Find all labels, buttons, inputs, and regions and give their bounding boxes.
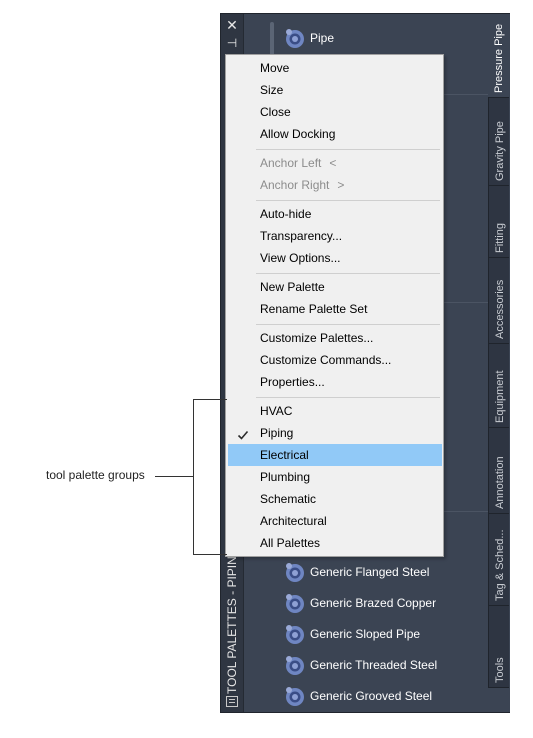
- tool-label: Pipe: [310, 31, 335, 45]
- tool-item-generic-grooved-steel[interactable]: Generic Grooved Steel: [284, 682, 432, 710]
- menu-item-transparency[interactable]: Transparency...: [227, 225, 442, 247]
- tool-item-generic-brazed-copper[interactable]: Generic Brazed Copper: [284, 589, 436, 617]
- menu-item-group-piping[interactable]: Piping: [227, 422, 442, 444]
- menu-item-close[interactable]: Close: [227, 101, 442, 123]
- tool-label: Generic Brazed Copper: [310, 596, 437, 610]
- menu-item-rename-palette-set[interactable]: Rename Palette Set: [227, 298, 442, 320]
- callout-bracket-bottom: [193, 554, 227, 555]
- tab-label: Equipment: [494, 370, 506, 423]
- checkmark-icon: [237, 426, 249, 440]
- tab-label: Gravity Pipe: [494, 121, 506, 181]
- palette-tabs: Pressure Pipe Gravity Pipe Fitting Acces…: [488, 14, 510, 712]
- tool-label: Generic Sloped Pipe: [310, 627, 421, 641]
- menu-separator: [256, 273, 440, 274]
- tool-label: Generic Flanged Steel: [310, 565, 430, 579]
- tab-label: Tools: [494, 657, 506, 683]
- submenu-arrow-icon: <: [329, 156, 337, 170]
- close-icon[interactable]: ✕: [226, 17, 238, 33]
- menu-item-label: Schematic: [260, 492, 317, 506]
- menu-item-customize-palettes[interactable]: Customize Palettes...: [227, 327, 442, 349]
- menu-item-group-electrical[interactable]: Electrical: [228, 444, 442, 466]
- menu-item-group-plumbing[interactable]: Plumbing: [227, 466, 442, 488]
- tab-fitting[interactable]: Fitting: [488, 186, 509, 258]
- palette-title: TOOL PALETTES - PIPING: [225, 546, 239, 694]
- menu-item-label: Close: [260, 105, 291, 119]
- menu-item-customize-commands[interactable]: Customize Commands...: [227, 349, 442, 371]
- menu-item-label: Rename Palette Set: [260, 302, 368, 316]
- menu-item-label: Customize Commands...: [260, 353, 392, 367]
- menu-item-label: Properties...: [260, 375, 325, 389]
- pipe-tool-icon: [284, 592, 306, 614]
- scrollbar[interactable]: [270, 22, 274, 82]
- menu-item-group-hvac[interactable]: HVAC: [227, 400, 442, 422]
- menu-separator: [256, 149, 440, 150]
- menu-item-properties[interactable]: Properties...: [227, 371, 442, 393]
- menu-item-label: Anchor Left: [260, 156, 322, 170]
- tab-annotation[interactable]: Annotation: [488, 428, 509, 514]
- tab-label: Tag & Sched...: [494, 529, 506, 601]
- auto-hide-pin-icon[interactable]: ⊣: [226, 36, 238, 50]
- callout-label: tool palette groups: [46, 468, 145, 482]
- callout-bracket: [193, 399, 194, 554]
- menu-item-new-palette[interactable]: New Palette: [227, 276, 442, 298]
- tab-label: Accessories: [494, 279, 506, 339]
- menu-item-label: Move: [260, 61, 290, 75]
- tab-label: Fitting: [494, 223, 506, 253]
- tab-tag-and-schedule[interactable]: Tag & Sched...: [488, 514, 509, 606]
- tab-gravity-pipe[interactable]: Gravity Pipe: [488, 98, 509, 186]
- menu-item-label: Plumbing: [260, 470, 311, 484]
- menu-item-label: Architectural: [260, 514, 327, 528]
- tool-item-pipe[interactable]: Pipe: [284, 24, 334, 52]
- menu-separator: [256, 397, 440, 398]
- menu-item-auto-hide[interactable]: Auto-hide: [227, 203, 442, 225]
- tool-item-generic-flanged-steel[interactable]: Generic Flanged Steel: [284, 558, 429, 586]
- submenu-arrow-icon: >: [337, 178, 345, 192]
- menu-item-label: New Palette: [260, 280, 325, 294]
- tool-item-generic-sloped-pipe[interactable]: Generic Sloped Pipe: [284, 620, 420, 648]
- tab-label: Pressure Pipe: [493, 23, 505, 93]
- palette-context-menu: Move Size Close Allow Docking Anchor Lef…: [225, 54, 444, 557]
- menu-item-group-architectural[interactable]: Architectural: [227, 510, 442, 532]
- pipe-tool-icon: [284, 27, 306, 49]
- callout-leader-line: [155, 476, 193, 477]
- pipe-tool-icon: [284, 623, 306, 645]
- tool-item-generic-threaded-steel[interactable]: Generic Threaded Steel: [284, 651, 437, 679]
- callout-bracket-top: [193, 399, 227, 400]
- menu-item-view-options[interactable]: View Options...: [227, 247, 442, 269]
- menu-item-size[interactable]: Size: [227, 79, 442, 101]
- tab-pressure-pipe[interactable]: Pressure Pipe: [488, 14, 509, 98]
- tab-accessories[interactable]: Accessories: [488, 258, 509, 344]
- menu-item-label: Transparency...: [260, 229, 343, 243]
- menu-item-label: Auto-hide: [260, 207, 312, 221]
- menu-item-group-all-palettes[interactable]: All Palettes: [227, 532, 442, 554]
- menu-item-label: Allow Docking: [260, 127, 336, 141]
- menu-item-allow-docking[interactable]: Allow Docking: [227, 123, 442, 145]
- tool-label: Generic Grooved Steel: [310, 689, 433, 703]
- menu-item-label: Piping: [260, 426, 294, 440]
- tab-tools[interactable]: Tools: [488, 606, 509, 688]
- menu-item-group-schematic[interactable]: Schematic: [227, 488, 442, 510]
- properties-icon[interactable]: [226, 696, 238, 707]
- menu-item-label: HVAC: [260, 404, 293, 418]
- pipe-tool-icon: [284, 685, 306, 707]
- tab-label: Annotation: [494, 456, 506, 509]
- menu-item-label: All Palettes: [260, 536, 321, 550]
- pipe-tool-icon: [284, 561, 306, 583]
- menu-item-anchor-left: Anchor Left <: [227, 152, 442, 174]
- tab-equipment[interactable]: Equipment: [488, 344, 509, 428]
- menu-item-label: Anchor Right: [260, 178, 330, 192]
- menu-separator: [256, 200, 440, 201]
- menu-separator: [256, 324, 440, 325]
- menu-item-label: Size: [260, 83, 284, 97]
- menu-item-label: Customize Palettes...: [260, 331, 374, 345]
- menu-item-label: Electrical: [260, 448, 309, 462]
- menu-item-anchor-right: Anchor Right >: [227, 174, 442, 196]
- pipe-tool-icon: [284, 654, 306, 676]
- menu-item-label: View Options...: [260, 251, 341, 265]
- tool-label: Generic Threaded Steel: [310, 658, 438, 672]
- menu-item-move[interactable]: Move: [227, 57, 442, 79]
